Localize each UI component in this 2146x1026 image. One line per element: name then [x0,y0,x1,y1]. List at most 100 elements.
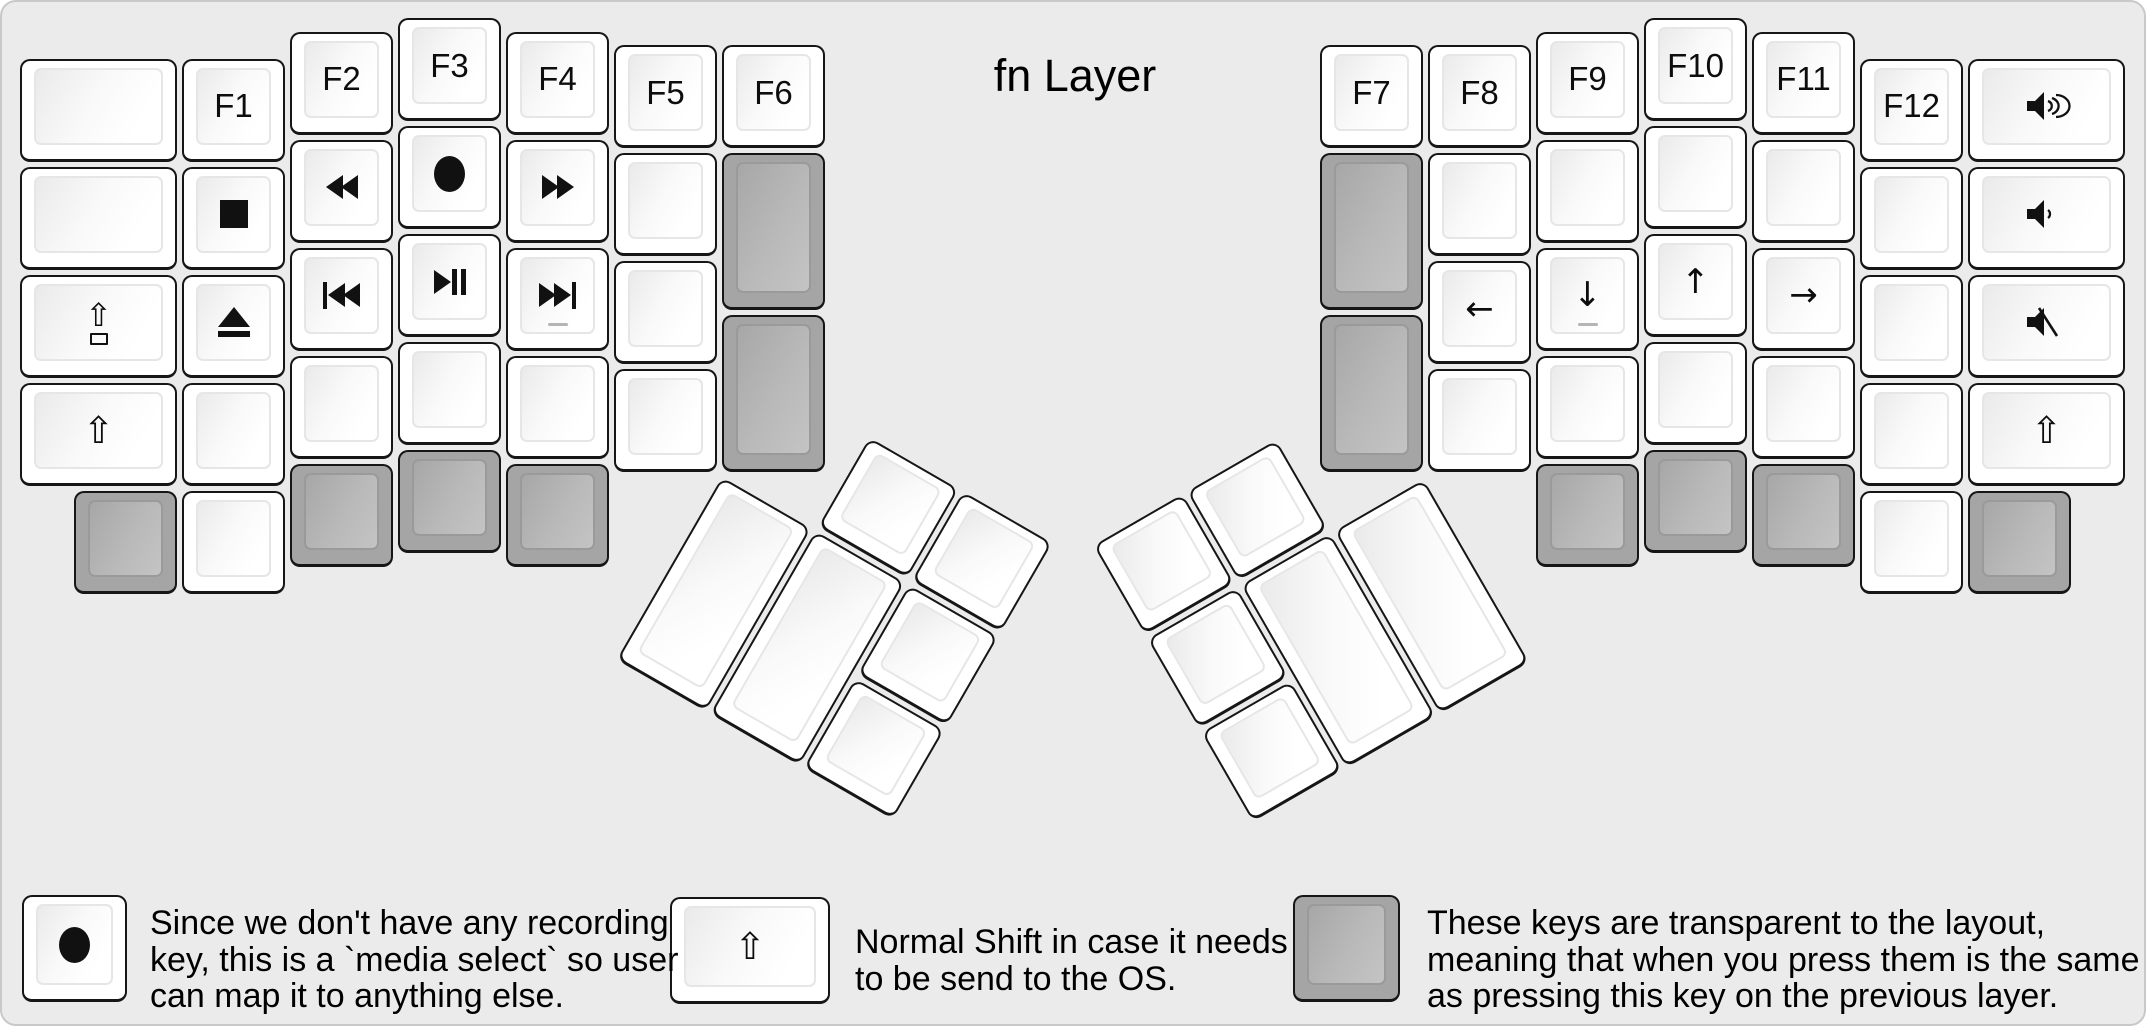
key-transparent [722,315,825,472]
key-f4: F4 [506,31,609,135]
key-label: F9 [1568,60,1607,97]
key-label: F3 [430,46,469,84]
key-transparent [290,463,393,567]
key-rewind [290,139,393,243]
eject-icon [217,307,250,337]
key-next [506,247,609,351]
key-blank [1536,139,1639,243]
key-f10: F10 [1644,18,1747,121]
key-transparent [1320,315,1423,472]
keycap-face: ⇧ [684,906,816,987]
legend-line: as pressing this key on the previous lay… [1427,977,2059,1015]
keycap-face [1874,391,1949,469]
keycap-face: F8 [1442,54,1517,131]
keycap-face: ⇧ [1982,391,2111,469]
keycap-face [520,148,595,226]
key-prev [290,247,393,351]
keycap-face [88,499,163,577]
keycap-face: ↓ [1550,256,1625,334]
legend-line: to be send to the OS. [855,959,1177,998]
up-arrow-icon: ↑ [1681,261,1710,302]
key-transparent [398,450,501,553]
key-stop [182,166,285,270]
keycap-face [412,135,487,212]
keycap-face [1982,175,2111,253]
keycap-face [304,472,379,550]
keycap-face [1442,378,1517,455]
key-transparent [1536,463,1639,567]
keycap-face [628,162,703,239]
key-eject [182,274,285,378]
key-blank [182,490,285,594]
keycap-face [196,499,271,577]
key-blank [1428,369,1531,472]
key-blank [398,342,501,445]
play-pause-icon [433,268,466,295]
key-capslock: ⇧ [20,274,177,378]
key-volume-down [1968,166,2125,270]
page-title: fn Layer [993,50,1157,101]
key-label: F7 [1352,73,1391,111]
keycap-face [1164,602,1268,707]
key-playpause [398,234,501,337]
key-blank [506,355,609,459]
key-transparent [1320,153,1423,310]
previous-track-icon [323,281,360,309]
volume-up-icon [2026,92,2071,120]
homing-bar [1577,322,1598,326]
keycap-face [1203,454,1308,559]
keycap-face [1982,283,2111,361]
key-ffwd [506,139,609,243]
key-arrow-down: ↓ [1536,247,1639,351]
key-blank [1860,490,1963,594]
key-f2: F2 [290,31,393,135]
keycap-face [838,452,943,557]
keycap-face [736,324,811,455]
legend-line: meaning that when you press them is the … [1427,940,2140,979]
key-blank [182,382,285,486]
key-shift: ⇧ [20,382,177,486]
key-f12: F12 [1860,58,1963,162]
keycap-face: ← [1442,270,1517,347]
legend-key-transparent [1293,895,1400,1002]
keycap-face [34,67,163,145]
key-blank [1644,126,1747,229]
key-blank [614,153,717,256]
homing-bar [547,322,568,326]
key-label: F11 [1776,60,1831,97]
legend-key-media-select [22,895,127,1002]
keycap-face [878,599,982,704]
keycap-face [1874,499,1949,577]
record-icon [434,155,465,192]
key-f11: F11 [1752,31,1855,135]
keycap-face [1658,351,1733,428]
key-blank [1644,342,1747,445]
key-transparent [506,463,609,567]
keycap-face [412,243,487,320]
key-label: F5 [646,73,685,111]
keycap-face [932,506,1036,611]
keycap-face: F12 [1874,67,1949,145]
keycap-face [1307,904,1386,985]
keycap-face [196,391,271,469]
keycap-face [196,283,271,361]
down-arrow-icon: ↓ [1573,275,1602,315]
keycap-face [1766,148,1841,226]
legend-shift-text: Normal Shift in case it needs to be send… [855,924,1288,997]
keycap-face: F3 [412,27,487,104]
keycap-face [1766,472,1841,550]
keycap-face: F10 [1658,27,1733,104]
stop-icon [219,200,248,228]
key-f5: F5 [614,45,717,148]
key-blank [1428,153,1531,256]
shift-icon: ⇧ [2030,408,2062,452]
keycap-face [1550,472,1625,550]
keycap-face [412,459,487,536]
legend-line: key, this is a `media select` so user [150,940,679,979]
key-blank [614,369,717,472]
keycap-face [520,256,595,334]
keycap-face [824,693,928,798]
key-label: F8 [1460,73,1499,111]
keycap-face: F7 [1334,54,1409,131]
